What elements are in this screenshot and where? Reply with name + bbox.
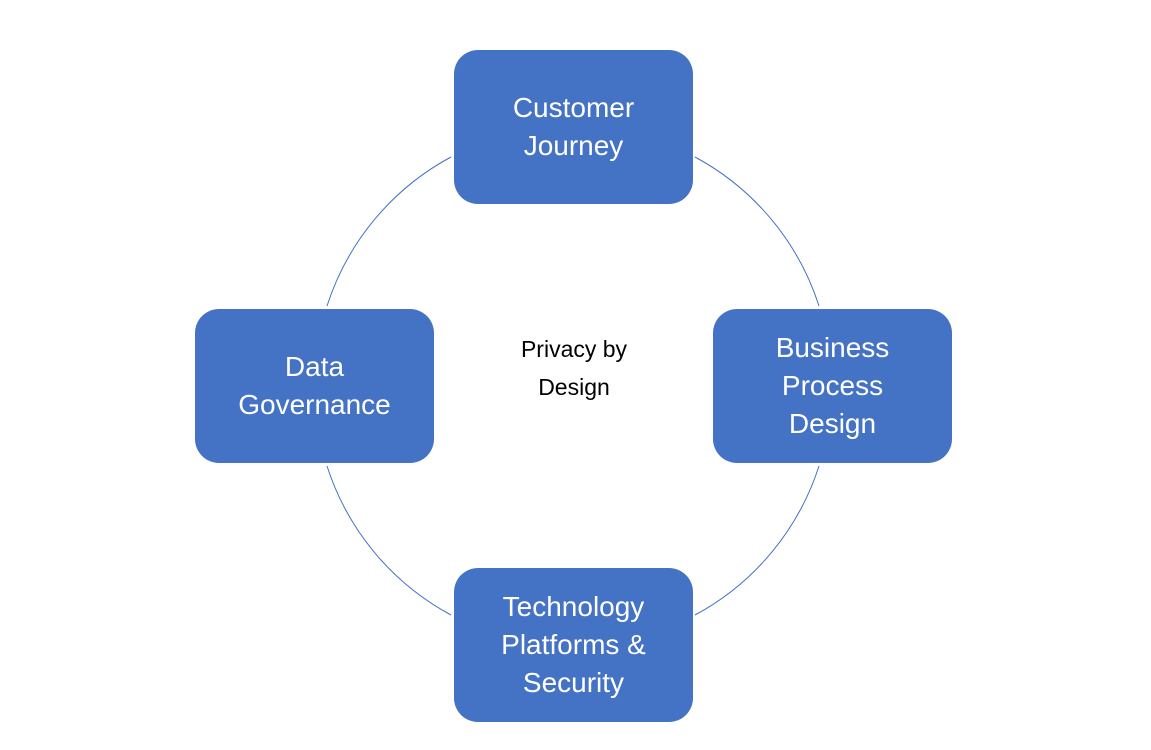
node-label-line: Design [788,408,877,439]
node-label-line: Data [284,351,345,382]
node-label-line: Process [781,370,884,401]
center-label-line: Design [538,374,610,400]
center-label-line: Privacy by [520,336,628,362]
node-label-line: Business [775,332,890,363]
node-customer-journey[interactable]: Customer Journey [454,50,693,204]
node-business-process-design[interactable]: Business Process Design [713,309,952,463]
arc-right-bottom [694,465,820,616]
center-label: Privacy by Design [474,330,674,406]
node-label-line: Governance [238,389,391,420]
node-label-line: Platforms & [501,629,646,660]
arc-bottom-left [326,465,452,616]
arc-left-top [326,156,452,307]
node-data-governance[interactable]: Data Governance [195,309,434,463]
node-technology-platforms-security[interactable]: Technology Platforms & Security [454,568,693,722]
node-label-line: Technology [502,591,645,622]
node-label-line: Security [522,667,625,698]
node-label-line: Customer [512,92,635,123]
arc-top-right [694,156,820,307]
node-label-line: Journey [523,130,624,161]
